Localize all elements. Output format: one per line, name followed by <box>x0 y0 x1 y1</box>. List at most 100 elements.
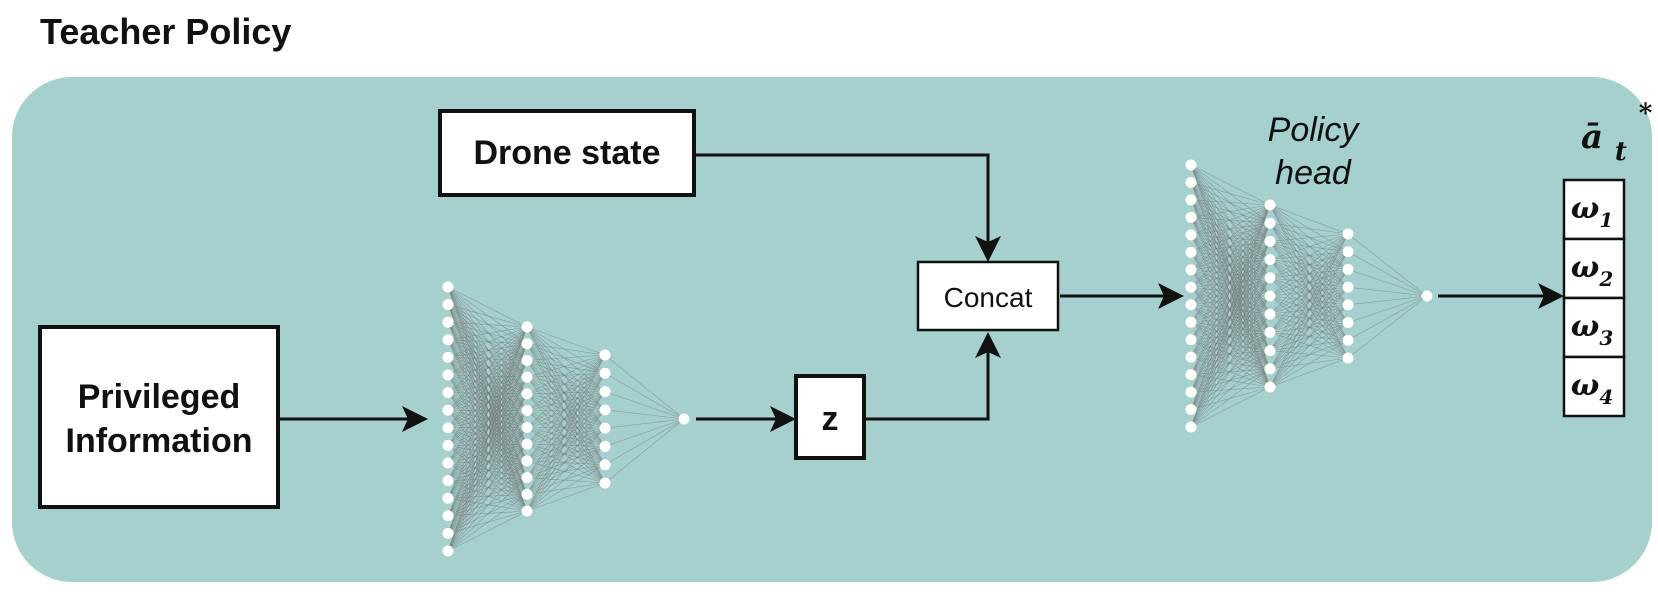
policy-edge <box>1190 350 1271 428</box>
encoder-edge <box>526 373 606 512</box>
encoder-edge <box>447 326 528 516</box>
encoder-edge <box>447 392 528 445</box>
policy-neuron-layer-1 <box>1185 316 1197 328</box>
encoder-neuron-layer-3 <box>599 349 611 361</box>
policy-edge <box>1190 204 1271 358</box>
policy-edge <box>1190 356 1271 370</box>
encoder-edge <box>447 477 528 552</box>
encoder-edge <box>447 339 528 395</box>
encoder-edge <box>526 360 606 447</box>
encoder-edge <box>526 427 606 465</box>
latent-z-box: z <box>794 374 866 460</box>
encoder-edge <box>526 326 606 356</box>
policy-edge <box>1190 321 1271 370</box>
encoder-edge <box>447 343 528 358</box>
encoder-edge <box>447 326 528 481</box>
encoder-neuron-layer-4 <box>678 413 690 425</box>
encoder-neuron-layer-1 <box>442 369 454 381</box>
drone-state-label: Drone state <box>473 134 660 172</box>
policy-edge <box>1269 233 1349 388</box>
encoder-neuron-layer-2 <box>521 488 533 500</box>
encoder-edge <box>447 480 528 495</box>
encoder-edge <box>526 427 606 484</box>
encoder-edge <box>526 360 606 429</box>
encoder-edge <box>447 326 528 552</box>
encoder-edge <box>447 477 528 499</box>
encoder-network <box>442 281 690 557</box>
policy-edge <box>1190 332 1271 340</box>
action-cell-3 <box>1562 296 1626 359</box>
encoder-edge <box>526 446 606 462</box>
action-cell-1 <box>1562 178 1626 241</box>
policy-neuron-layer-1 <box>1185 351 1197 363</box>
encoder-edge <box>447 357 528 462</box>
encoder-edge <box>526 376 606 429</box>
policy-edge <box>1190 259 1271 428</box>
policy-edge <box>1190 204 1271 323</box>
encoder-edge <box>526 427 606 445</box>
encoder-edge <box>447 357 528 445</box>
policy-edge <box>1190 199 1271 206</box>
diagram-title: Teacher Policy <box>40 11 291 52</box>
policy-edge <box>1269 233 1349 315</box>
policy-edge <box>1190 204 1271 218</box>
policy-edge <box>1190 164 1271 206</box>
policy-edge <box>1190 222 1271 236</box>
policy-edge <box>1190 269 1271 315</box>
encoder-edge <box>526 360 606 484</box>
encoder-edge <box>526 343 606 411</box>
policy-edge <box>1190 241 1271 428</box>
policy-edge <box>1347 286 1428 297</box>
policy-neuron-layer-3 <box>1342 317 1354 329</box>
policy-edge <box>1190 182 1271 224</box>
encoder-edge <box>447 510 528 517</box>
policy-edge <box>1190 287 1271 333</box>
action-cell-base: ω <box>1571 250 1600 285</box>
policy-edge <box>1190 204 1271 271</box>
action-cell-sub: 4 <box>1599 385 1613 409</box>
encoder-edge <box>526 372 606 395</box>
encoder-edge <box>447 460 528 481</box>
policy-edge <box>1190 286 1271 297</box>
action-cell-sub: 3 <box>1599 326 1613 350</box>
policy-edge <box>1190 204 1271 305</box>
encoder-edge <box>526 391 606 478</box>
policy-edge <box>1190 204 1271 288</box>
encoder-edge <box>526 373 606 445</box>
encoder-edge <box>604 418 685 484</box>
encoder-edge <box>447 357 528 395</box>
encoder-edge <box>447 392 528 462</box>
policy-edge <box>1190 356 1271 388</box>
policy-neuron-layer-3 <box>1342 334 1354 346</box>
policy-edge <box>1190 234 1271 260</box>
policy-edge <box>1190 304 1271 333</box>
encoder-edge <box>526 427 606 512</box>
encoder-edge <box>447 409 528 462</box>
encoder-edge <box>526 464 606 495</box>
encoder-neuron-layer-1 <box>442 475 454 487</box>
action-cell-4 <box>1562 355 1626 418</box>
policy-edge <box>1190 350 1271 358</box>
encoder-edge <box>526 391 606 428</box>
encoder-edge <box>447 326 528 446</box>
encoder-edge <box>447 304 528 361</box>
policy-edge <box>1190 252 1271 315</box>
encoder-edge <box>526 391 606 445</box>
encoder-edge <box>526 464 606 512</box>
policy-edge <box>1190 277 1271 428</box>
policy-edge <box>1190 204 1271 375</box>
encoder-edge <box>526 460 606 466</box>
policy-edge <box>1190 204 1271 253</box>
privileged-label-line1: Privileged <box>78 378 241 416</box>
policy-neuron-layer-1 <box>1185 159 1197 171</box>
action-cell-label-1: ω1 <box>1571 191 1614 232</box>
policy-edge <box>1190 252 1271 260</box>
encoder-edge <box>526 410 606 484</box>
policy-neuron-layer-1 <box>1185 404 1197 416</box>
encoder-edge <box>526 391 606 462</box>
encoder-edge <box>447 427 528 552</box>
encoder-edge <box>447 326 528 428</box>
encoder-edge <box>447 304 528 328</box>
svg-text:ā t *: ā t * <box>1581 99 1653 169</box>
encoder-edge <box>526 393 606 465</box>
